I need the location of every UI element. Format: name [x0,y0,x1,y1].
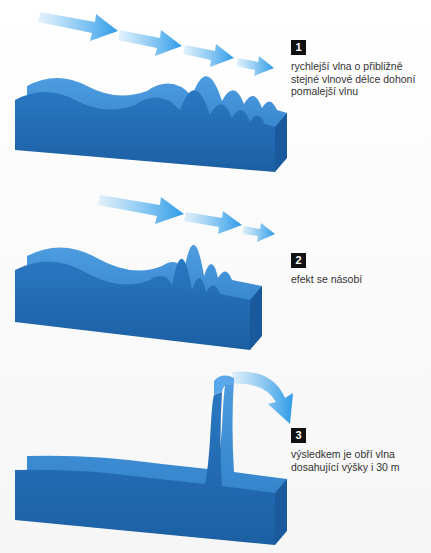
step-node: 1 rychlejší vlna o přibližně stejné vlnov… [291,37,427,98]
water-slab [15,245,262,350]
step-description: výsledkem je obří vlna dosahující výšky … [291,448,427,473]
water-slab [15,76,287,172]
step-description: rychlejší vlna o přibližně stejné vlnové… [291,60,427,98]
step-node: 3 výsledkem je obří vlna dosahující výšky… [291,425,427,473]
water-slab [15,376,287,545]
step-number: 2 [291,253,306,268]
breaking-arrow [232,372,293,424]
flow-arrows [38,12,274,76]
step-description: efekt se násobí [291,273,427,286]
step-node: 2 efekt se násobí [291,250,427,286]
step-number: 1 [291,40,306,55]
step-number: 3 [291,428,306,443]
flow-arrows [98,195,275,242]
